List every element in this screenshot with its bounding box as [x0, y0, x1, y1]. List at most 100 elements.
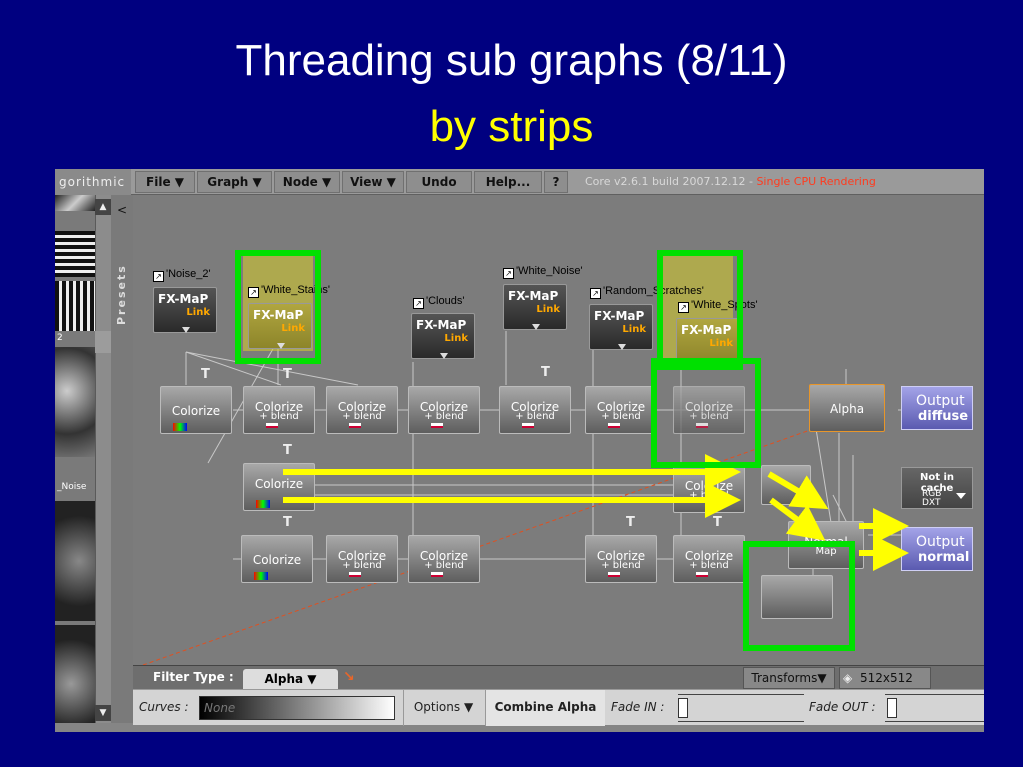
presets-scrollbar[interactable]: [95, 195, 111, 723]
fade-out-handle[interactable]: [887, 698, 897, 718]
thumbnail-label: _Noise: [57, 482, 87, 492]
node-sublabel: + blend: [424, 560, 464, 571]
scroll-up-icon[interactable]: ▲: [95, 199, 111, 215]
options-menu[interactable]: Options ▼: [403, 690, 483, 726]
node-sublabel: + blend: [259, 411, 299, 422]
input-label-noise2: ↗'Noise_2': [153, 268, 211, 282]
dropdown-arrow-icon[interactable]: [956, 493, 966, 499]
preset-thumbnail[interactable]: [55, 231, 95, 277]
fxmap-label: FX-MaP: [158, 292, 209, 306]
preset-thumbnail[interactable]: [55, 347, 95, 457]
output-port-icon[interactable]: [618, 344, 626, 350]
preset-thumbnail[interactable]: [55, 281, 95, 331]
colorize-blend-node[interactable]: Colorize+ blend: [408, 386, 480, 434]
core-version-text: Core v2.6.1 build 2007.12.12 -: [585, 175, 757, 188]
thread-highlight-blend: [651, 358, 761, 468]
output-port-icon[interactable]: [440, 353, 448, 359]
help-menu[interactable]: Help...: [474, 171, 542, 193]
filter-type-label: Filter Type :: [153, 670, 234, 684]
colorize-blend-node[interactable]: Colorize+ blend: [326, 386, 398, 434]
gradient-swatch: [254, 572, 268, 580]
thread-mark: T: [626, 515, 635, 530]
input-label-text: 'Noise_2': [166, 268, 211, 280]
blend-icon: [608, 572, 620, 577]
node-sublabel: + blend: [424, 411, 464, 422]
colorize-blend-node[interactable]: Colorize+ blend: [499, 386, 571, 434]
menu-graph[interactable]: Graph ▼: [197, 171, 272, 193]
fade-in-slider[interactable]: [678, 694, 804, 722]
fade-in-handle[interactable]: [678, 698, 688, 718]
preset-thumbnail[interactable]: [55, 625, 95, 723]
fxmap-link: Link: [281, 323, 305, 334]
thread-mark: T: [283, 515, 292, 530]
fxmap-label: FX-MaP: [594, 309, 645, 323]
node-label: Colorize: [171, 404, 221, 418]
node-label: Colorize: [419, 549, 469, 563]
refresh-icon[interactable]: ↘: [343, 669, 355, 685]
output-port-icon[interactable]: [532, 324, 540, 330]
fade-out-slider[interactable]: [885, 694, 984, 722]
node-sublabel: + blend: [601, 560, 641, 571]
filter-type-select[interactable]: Alpha ▼: [243, 669, 338, 690]
colorize-blend-node[interactable]: Colorize+ blend: [673, 386, 745, 434]
menu-node[interactable]: Node ▼: [274, 171, 340, 193]
presets-tab[interactable]: Presets: [115, 264, 128, 326]
output-name: diffuse: [918, 409, 969, 424]
thread-mark: T: [201, 367, 210, 382]
undo-button[interactable]: Undo: [406, 171, 472, 193]
output-port-icon[interactable]: [277, 343, 285, 349]
fxmap-label: FX-MaP: [416, 318, 467, 332]
preset-thumbnail[interactable]: [55, 501, 95, 621]
combine-alpha-button[interactable]: Combine Alpha: [485, 690, 605, 726]
link-icon: ↗: [678, 302, 689, 313]
about-button[interactable]: ?: [544, 171, 568, 193]
node-sublabel: + blend: [689, 411, 729, 422]
colorize-blend-node[interactable]: Colorize+ blend: [326, 535, 398, 583]
scroll-down-icon[interactable]: ▼: [95, 705, 111, 721]
collapse-panel-icon[interactable]: <: [117, 203, 128, 217]
format-rgb: RGB: [922, 489, 942, 499]
colorize-blend-node[interactable]: Colorize+ blend: [408, 535, 480, 583]
transforms-menu[interactable]: Transforms▼: [743, 667, 835, 689]
scroll-thumb[interactable]: [95, 331, 111, 353]
node-sublabel: + blend: [342, 411, 382, 422]
fade-in-label: Fade IN :: [611, 700, 665, 714]
output-port-icon[interactable]: [182, 327, 190, 333]
node-label: Colorize: [254, 477, 304, 491]
colorize-node[interactable]: Colorize: [241, 535, 313, 583]
node-label: Colorize: [337, 400, 387, 414]
blend-icon: [431, 423, 443, 428]
slide-title: Threading sub graphs (8/11): [235, 36, 788, 85]
menu-file[interactable]: File ▼: [135, 171, 195, 193]
gradient-swatch: [256, 500, 270, 508]
link-icon: ↗: [413, 298, 424, 309]
curves-gradient-field[interactable]: None: [199, 696, 395, 720]
alpha-node[interactable]: Alpha: [809, 384, 885, 432]
preset-thumbnail[interactable]: [55, 195, 95, 211]
colorize-node[interactable]: Colorize: [160, 386, 232, 434]
curves-label: Curves :: [139, 700, 189, 714]
resolution-select[interactable]: 512x512: [839, 667, 931, 689]
blend-node[interactable]: [761, 575, 833, 619]
cache-status: Not in cache: [919, 472, 955, 494]
app-logo: gorithmic: [55, 169, 131, 195]
gradient-swatch: [173, 423, 187, 431]
resolution-icon: ◈: [843, 671, 853, 685]
blend-icon: [431, 572, 443, 577]
colorize-blend-node[interactable]: Colorize+ blend: [585, 535, 657, 583]
thread-highlight-output-branch: [743, 541, 855, 651]
thumbnail-label: 2: [57, 333, 63, 343]
colorize-blend-node[interactable]: Colorize+ blend: [243, 386, 315, 434]
menu-view[interactable]: View ▼: [342, 171, 404, 193]
